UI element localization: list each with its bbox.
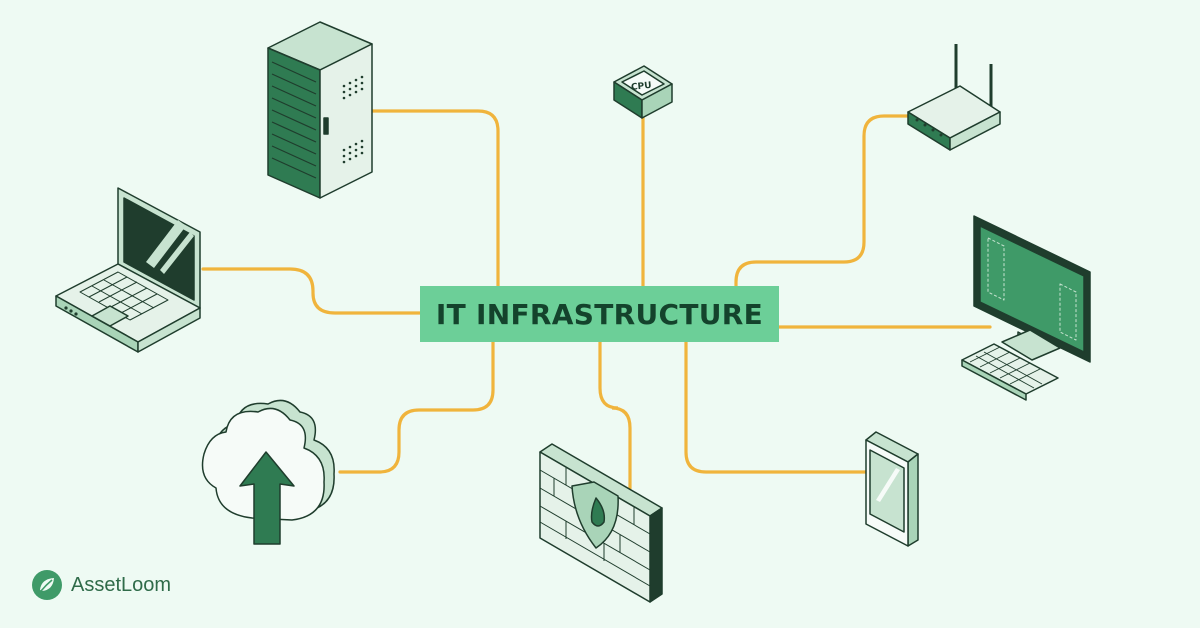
connector-router (734, 114, 910, 288)
connector-server (370, 109, 500, 288)
connector-cloud (338, 340, 495, 474)
firewall-icon (539, 443, 663, 603)
desktop-monitor-icon (961, 215, 1091, 401)
brand-name: AssetLoom (71, 573, 172, 596)
cpu-icon: CPU (613, 65, 673, 119)
laptop-icon (55, 187, 201, 353)
cpu-label: CPU (631, 81, 652, 93)
tablet-icon (865, 431, 919, 547)
server-rack-icon (267, 21, 373, 199)
connectors (201, 109, 992, 490)
connector-laptop (201, 267, 422, 315)
diagram-title: IT INFRASTRUCTURE (435, 297, 764, 331)
brand-logo: AssetLoom (31, 569, 171, 601)
router-icon (907, 44, 1001, 151)
connector-firewall (598, 340, 632, 490)
connector-tablet (684, 340, 868, 474)
title-box: IT INFRASTRUCTURE (420, 286, 779, 342)
leaf-logo-icon (32, 570, 62, 600)
cloud-upload-icon (201, 399, 335, 545)
